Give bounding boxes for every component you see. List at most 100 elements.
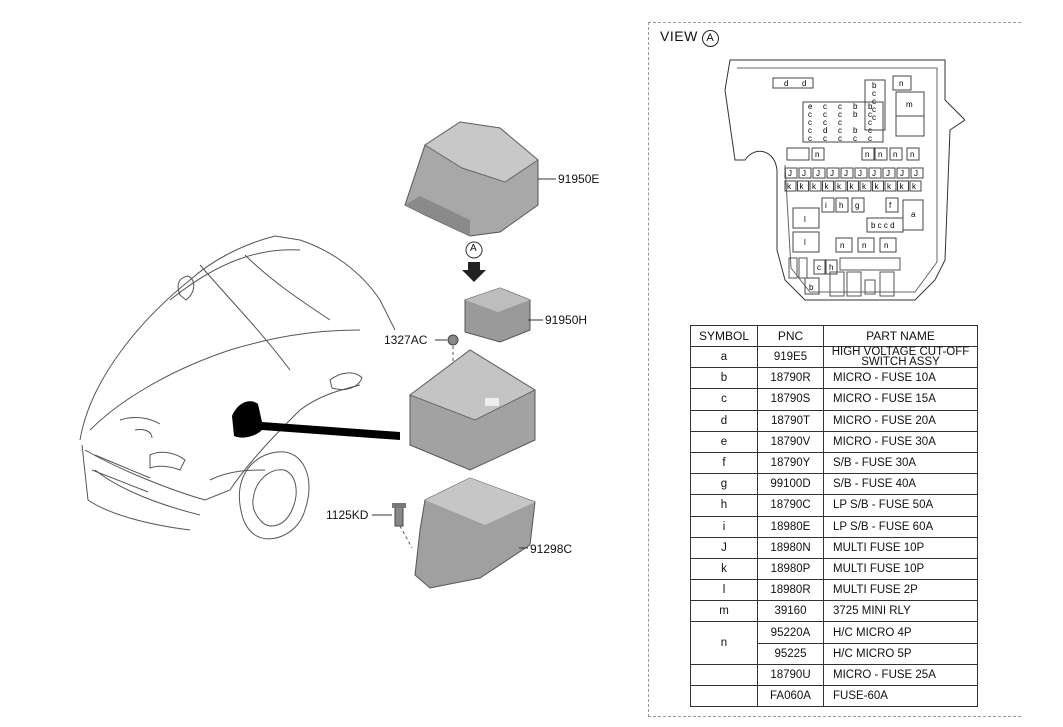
legend-part-name: MICRO - FUSE 15A [823,388,978,411]
k-label: k [812,182,817,191]
grid-label: c [823,110,827,119]
legend-pnc: 18790S [757,388,824,411]
callout-91950h: 91950H [545,313,588,327]
ch-label: h [829,263,833,272]
legend-symbol: a [690,345,758,369]
n2-label: n [862,241,866,250]
grid-label: c [808,134,812,143]
fuse-box-cover [404,121,539,237]
legend-part-name: MULTI FUSE 10P [823,536,978,559]
callout-91298c: 91298C [530,542,573,556]
legend-part-name: MICRO - FUSE 10A [823,367,978,390]
header-symbol: SYMBOL [690,325,758,347]
callout-1327ac: 1327AC [384,333,428,347]
legend-symbol: c [690,388,758,411]
fuse-slot [821,197,835,213]
j-label: J [802,169,806,178]
grid-label: b [853,102,858,111]
legend-pnc: 919E5 [757,345,824,369]
legend-symbol: g [690,473,758,496]
n2-label: n [840,241,844,250]
grid-label: c [853,134,857,143]
grid-label: c [868,134,872,143]
top-right-label: c [872,89,876,98]
fuse-slot [854,167,868,179]
legend-pnc: 18790T [757,409,824,432]
k-label: k [825,182,830,191]
legend-symbol: h [690,494,758,517]
legend-symbol: b [690,367,758,390]
fuse-slot [835,237,853,253]
legend-pnc: 18790R [757,367,824,390]
legend-pnc: 18980E [757,515,824,538]
legend-pnc: 18790C [757,494,824,517]
bolt-1125kd [392,503,406,527]
legend-part-name: MULTI FUSE 2P [823,579,978,602]
k-label: k [862,182,867,191]
view-marker: A [701,30,719,47]
legend-symbol: k [690,557,758,581]
n-label: n [893,150,897,159]
nut-1327ac [447,334,459,346]
fuse-slot [857,237,875,253]
j-label: J [858,169,862,178]
grid-label: c [823,134,827,143]
slot-n-top: n [899,79,903,88]
grid-label: c [823,102,827,111]
fuse-slot [897,180,909,192]
fuse-slot [847,180,859,192]
fuse-slot [811,147,825,161]
legend-pnc: 99100D [757,473,824,496]
fuse-slot [809,180,822,192]
grid-label: c [838,134,842,143]
legend-part-name: MICRO - FUSE 25A [823,663,978,687]
grid-label: e [808,102,813,111]
fuse-slot [879,237,897,253]
fuse-slot [874,147,888,161]
fuse-slot [889,147,903,161]
car-illustration [79,235,396,540]
k-label: k [900,182,905,191]
grid-label: c [838,102,842,111]
fuse-slot [813,259,826,275]
grid-label: c [838,118,842,127]
location-pointer [232,401,400,440]
fuse-box-body [408,349,537,471]
view-title-text: VIEW [660,28,698,44]
legend-pnc: FA060A [757,684,824,708]
grid-label: b [853,126,858,135]
fuse-slot [840,167,854,179]
slot-d-2: d [802,79,806,88]
fuse-slot [872,180,884,192]
n2-label: n [884,241,888,250]
j-label: J [830,169,834,178]
fuse-slot [868,167,882,179]
ihgf-label: f [889,201,892,210]
grid-label: c [823,118,827,127]
legend-part-name: H/C MICRO 5P [823,642,978,665]
legend-part-name: MICRO - FUSE 30A [823,430,978,453]
grid-label: c [868,110,872,119]
fuse-slot [822,180,834,192]
slot-l-2: l [804,238,806,247]
fuse-slot [812,167,826,179]
legend-symbol: l [690,579,758,602]
legend-part-name: S/B - FUSE 30A [823,451,978,475]
legend-pnc: 18790U [757,663,824,687]
legend-symbol: J [690,536,758,559]
legend-part-name: H/C MICRO 4P [823,621,978,644]
legend-part-name: MICRO - FUSE 20A [823,409,978,432]
